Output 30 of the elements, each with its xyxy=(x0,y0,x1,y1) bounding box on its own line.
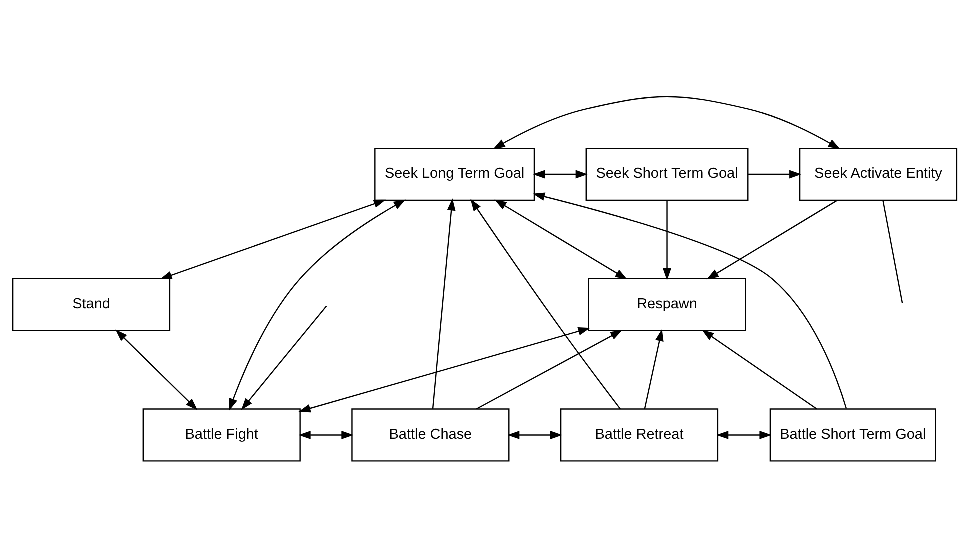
node-box: Battle Chase xyxy=(352,408,510,462)
node-box: Battle Fight xyxy=(142,408,301,462)
arrow xyxy=(494,199,628,280)
node-box: Stand xyxy=(12,278,171,331)
arrow xyxy=(508,430,563,439)
connector xyxy=(882,200,904,304)
node-box: Respawn xyxy=(588,278,746,331)
arrow xyxy=(470,198,621,410)
arrow xyxy=(476,330,623,410)
arrow xyxy=(229,199,406,410)
arrow xyxy=(432,198,456,408)
arrow xyxy=(533,170,588,178)
arrow xyxy=(644,328,664,409)
arrow xyxy=(160,199,386,279)
arrow xyxy=(298,430,354,439)
node-box: Seek Short Term Goal xyxy=(586,147,749,201)
arrow xyxy=(702,330,818,410)
arrow xyxy=(493,96,840,149)
arrow xyxy=(706,200,838,280)
arrow xyxy=(298,326,590,412)
node-box: Seek Activate Entity xyxy=(799,147,958,201)
arrow xyxy=(532,192,848,408)
node-box: Seek Long Term Goal xyxy=(374,147,536,201)
arrow xyxy=(116,329,198,410)
node-box: Battle Short Term Goal xyxy=(770,408,936,462)
arrow xyxy=(748,170,802,178)
arrow xyxy=(663,200,672,280)
node-box: Battle Retreat xyxy=(560,408,719,462)
arrow xyxy=(716,430,772,439)
arrow xyxy=(241,305,328,410)
